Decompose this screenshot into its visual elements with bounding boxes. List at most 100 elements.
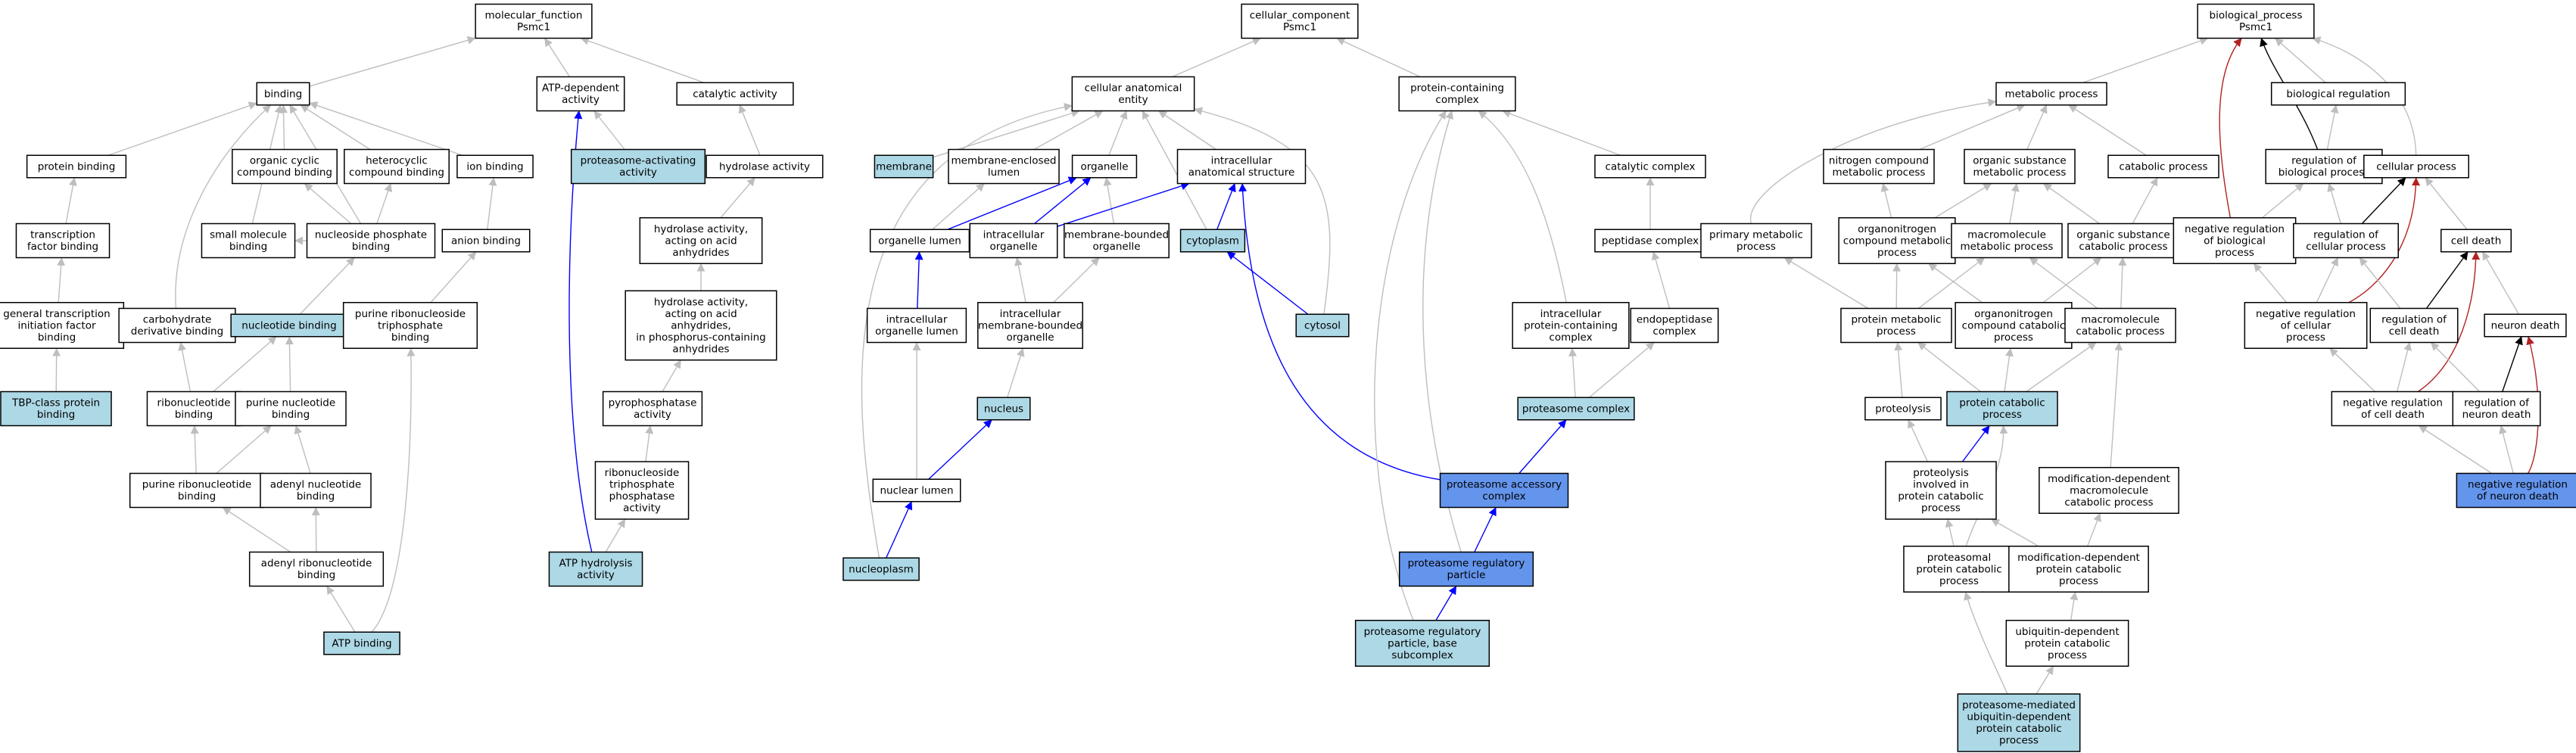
term-node-hyd-acid[interactable]: hydrolase activity,acting on acidanhydri…: [639, 217, 763, 264]
term-box[interactable]: [1071, 76, 1195, 112]
term-box[interactable]: [706, 154, 824, 179]
term-node-protein-binding[interactable]: protein binding: [26, 154, 127, 179]
term-box[interactable]: [475, 3, 593, 39]
term-node-cytoplasm[interactable]: cytoplasm: [1179, 229, 1246, 253]
term-node-mdmcp[interactable]: modification-dependentmacromoleculecatab…: [2039, 467, 2179, 514]
term-box[interactable]: [2107, 154, 2219, 179]
term-box[interactable]: [869, 229, 970, 253]
term-node-organelle[interactable]: organelle: [1071, 154, 1138, 179]
term-node-pmudpcp[interactable]: proteasome-mediatedubiquitin-dependentpr…: [1957, 693, 2081, 752]
term-node-ion-binding[interactable]: ion binding: [456, 154, 534, 179]
term-box[interactable]: [323, 631, 400, 655]
term-box[interactable]: [248, 551, 385, 587]
term-node-hyd-phos[interactable]: hydrolase activity,acting on acidanhydri…: [625, 290, 777, 361]
term-box[interactable]: [230, 313, 348, 338]
term-node-prot-complex[interactable]: proteasome complex: [1517, 397, 1635, 421]
term-box[interactable]: [1864, 397, 1942, 421]
term-node-nuc-lumen[interactable]: nuclear lumen: [872, 478, 961, 503]
term-box[interactable]: [2064, 307, 2176, 344]
term-box[interactable]: [2456, 472, 2576, 509]
term-box[interactable]: [602, 391, 703, 427]
term-box[interactable]: [1295, 313, 1350, 338]
term-node-peptidase[interactable]: peptidase complex: [1594, 229, 1706, 253]
term-box[interactable]: [1964, 148, 2076, 185]
term-node-hydrolase[interactable]: hydrolase activity: [706, 154, 824, 179]
term-box[interactable]: [1885, 461, 1997, 520]
term-box[interactable]: [1903, 546, 2015, 593]
term-box[interactable]: [0, 302, 125, 349]
term-box[interactable]: [2244, 302, 2368, 349]
term-box[interactable]: [1946, 391, 2058, 427]
term-box[interactable]: [1995, 82, 2107, 106]
term-box[interactable]: [2005, 620, 2129, 667]
term-box[interactable]: [441, 229, 531, 253]
term-box[interactable]: [1840, 307, 1952, 344]
term-node-org-lumen[interactable]: organelle lumen: [869, 229, 970, 253]
term-box[interactable]: [1439, 472, 1569, 509]
term-node-atp-binding[interactable]: ATP binding: [323, 631, 400, 655]
term-box[interactable]: [342, 302, 478, 349]
term-box[interactable]: [866, 307, 967, 344]
term-box[interactable]: [2039, 467, 2179, 514]
term-box[interactable]: [1838, 217, 1956, 264]
term-box[interactable]: [1700, 222, 1812, 259]
term-box[interactable]: [1241, 3, 1359, 39]
term-box[interactable]: [1823, 148, 1935, 185]
term-box[interactable]: [1354, 620, 1490, 667]
term-box[interactable]: [1630, 307, 1719, 344]
term-box[interactable]: [1398, 551, 1534, 587]
term-box[interactable]: [2363, 154, 2469, 179]
term-box[interactable]: [1512, 302, 1630, 349]
term-box[interactable]: [2293, 222, 2399, 259]
term-box[interactable]: [2008, 546, 2149, 593]
term-box[interactable]: [2452, 391, 2541, 427]
term-box[interactable]: [872, 478, 961, 503]
term-box[interactable]: [676, 82, 794, 106]
term-node-neuron-death[interactable]: neuron death: [2484, 313, 2567, 338]
term-node-binding[interactable]: binding: [256, 82, 310, 106]
term-box[interactable]: [969, 222, 1058, 259]
term-box[interactable]: [344, 148, 450, 185]
term-box[interactable]: [1176, 148, 1307, 185]
term-box[interactable]: [118, 307, 236, 344]
term-box[interactable]: [235, 391, 347, 427]
term-node-proteolysis[interactable]: proteolysis: [1864, 397, 1942, 421]
term-box[interactable]: [2369, 307, 2459, 344]
term-box[interactable]: [977, 302, 1083, 349]
term-node-nucleus[interactable]: nucleus: [977, 397, 1031, 421]
term-box[interactable]: [874, 154, 934, 179]
